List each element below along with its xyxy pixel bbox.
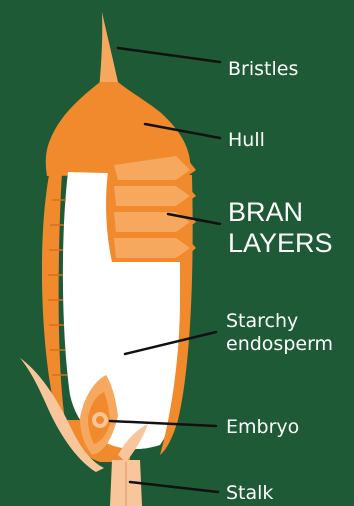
embryo-label: Embryo xyxy=(226,416,299,439)
bristles-pointer xyxy=(118,48,220,62)
bristles-label: Bristles xyxy=(228,58,298,81)
endosperm-label-line2: endosperm xyxy=(226,333,333,356)
bran-layers-label: BRAN LAYERS xyxy=(228,197,333,259)
hull-label: Hull xyxy=(228,129,265,152)
stalk-pointer xyxy=(130,482,218,492)
bran-label-line2: LAYERS xyxy=(228,228,333,259)
starchy-endosperm-label: Starchy endosperm xyxy=(226,310,333,356)
bran-label-line1: BRAN xyxy=(228,197,333,228)
stalk-label: Stalk xyxy=(226,482,273,505)
endosperm-label-line1: Starchy xyxy=(226,310,333,333)
grain-shape xyxy=(20,12,196,506)
